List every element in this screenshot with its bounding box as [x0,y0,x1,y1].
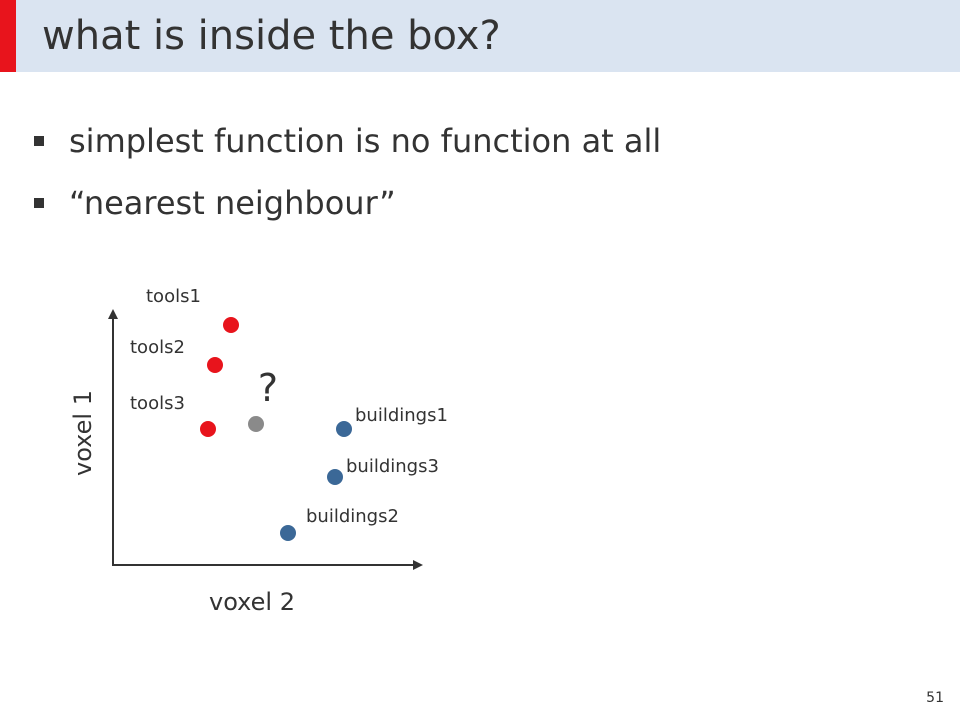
query-label: ? [258,366,278,410]
point-label-buildings1: buildings1 [355,405,448,426]
point-buildings1 [336,421,352,437]
title-accent-bar [0,0,16,72]
point-tools3 [200,421,216,437]
bullet-text: “nearest neighbour” [69,184,396,222]
point-label-buildings3: buildings3 [346,456,439,477]
bullet-list: simplest function is no function at all … [34,110,661,234]
title-bar [0,0,960,72]
point-buildings2 [280,525,296,541]
point-tools1 [223,317,239,333]
bullet-text: simplest function is no function at all [69,122,662,160]
x-axis-label: voxel 2 [209,588,295,616]
bullet-item: “nearest neighbour” [34,172,661,234]
square-bullet-icon [34,136,44,146]
point-query [248,416,264,432]
point-tools2 [207,357,223,373]
bullet-item: simplest function is no function at all [34,110,661,172]
point-label-buildings2: buildings2 [306,506,399,527]
slide-number: 51 [926,690,944,706]
point-label-tools2: tools2 [130,337,185,358]
slide-title: what is inside the box? [42,13,501,59]
point-label-tools3: tools3 [130,393,185,414]
point-label-tools1: tools1 [146,286,201,307]
y-axis-label: voxel 1 [69,390,97,476]
square-bullet-icon [34,198,44,208]
point-buildings3 [327,469,343,485]
